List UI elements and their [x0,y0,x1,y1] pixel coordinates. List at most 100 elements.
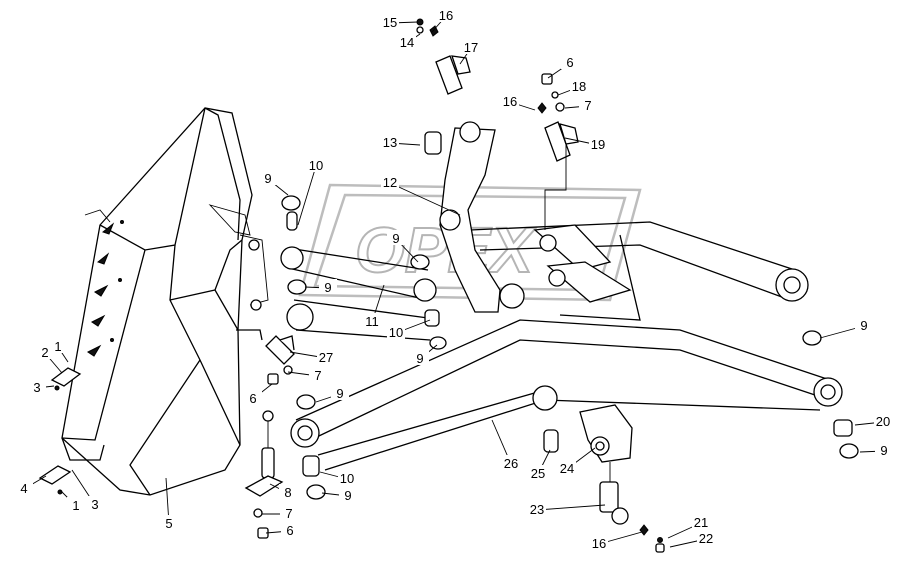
bracket-23-24 [579,404,633,525]
callout-bg-c6b [244,390,262,405]
callout-label-c25: 25 [531,466,545,481]
callout-label-c21: 21 [694,515,708,530]
callout-bg-c21 [692,514,710,529]
pin-8 [244,410,284,497]
callout-leader-c23 [536,504,606,511]
callout-bg-c7c [280,505,298,520]
callout-bg-c6c [281,522,299,537]
callout-bg-c14 [398,34,416,49]
callout-label-c3b: 3 [91,497,98,512]
callout-bg-c7a [579,97,597,112]
callout-bg-c25 [529,465,547,480]
callout-bg-c3b [86,496,104,511]
callout-label-c6b: 6 [249,391,256,406]
callout-bg-c16c [590,535,608,550]
callout-label-c1b: 1 [72,498,79,513]
boom-lower [290,319,843,471]
rocker-arm [439,121,525,313]
cylinder-pin-17 [435,55,471,95]
callout-label-c10b: 10 [389,325,403,340]
callout-leader-c10a [297,165,317,226]
callout-bg-c22 [697,530,715,545]
callout-bg-c16a [437,7,455,22]
callout-label-c10a: 10 [309,158,323,173]
callout-label-c2: 2 [41,345,48,360]
callout-label-c14: 14 [400,35,414,50]
callout-bg-c9f [855,317,873,332]
callout-bg-c9b [387,230,405,245]
callout-label-c13: 13 [383,135,397,150]
callout-bg-c15a [381,14,399,29]
callout-label-c15a: 15 [383,15,397,30]
callout-label-c18: 18 [572,79,586,94]
callout-bg-c17 [462,39,480,54]
callout-label-c7a: 7 [584,98,591,113]
callout-label-c3a: 3 [33,380,40,395]
callout-label-c10c: 10 [340,471,354,486]
callout-bg-c11 [363,313,381,328]
callout-bg-c9a [259,170,277,185]
callout-label-c26: 26 [504,456,518,471]
callout-bg-c9g [875,442,893,457]
callout-bg-c16b [501,93,519,108]
callout-bg-c6a [561,54,579,69]
callout-label-c6a: 6 [566,55,573,70]
callout-label-c17: 17 [464,40,478,55]
callout-label-c16a: 16 [439,8,453,23]
link-rods [280,246,437,341]
callout-label-c7c: 7 [285,506,292,521]
callout-bg-c5 [160,515,178,530]
callout-label-c7b: 7 [314,368,321,383]
callout-label-c9g: 9 [880,443,887,458]
callout-bg-c1b [67,497,85,512]
callout-bg-c9h [339,487,357,502]
callout-bg-c23 [528,501,546,516]
callout-label-c12: 12 [383,175,397,190]
callout-label-c27: 27 [319,350,333,365]
callout-leader-c12 [389,182,461,216]
bucket [61,107,269,496]
callout-label-c9d: 9 [416,351,423,366]
tooth-parts-left [38,367,82,495]
callout-bg-c9c [319,279,337,294]
boom-upper [469,221,809,321]
callout-bg-c3a [28,379,46,394]
callout-label-c9f: 9 [860,318,867,333]
callout-label-c8: 8 [284,485,291,500]
callout-label-c4: 4 [20,481,27,496]
callout-bg-c26 [502,455,520,470]
callout-bg-c7b [309,367,327,382]
callout-bg-c1a [49,338,67,353]
callout-bg-c8 [279,484,297,499]
callout-bg-c4 [15,480,33,495]
callout-label-c9a: 9 [264,171,271,186]
callout-label-c6c: 6 [286,523,293,538]
callout-bg-c20 [874,413,892,428]
callout-label-c11: 11 [365,314,379,329]
pin-27 [265,335,295,365]
cylinder-pin-19 [544,121,579,230]
callout-bg-c12 [381,174,399,189]
callout-bg-c10b [387,324,405,339]
callout-label-c9h: 9 [344,488,351,503]
callout-bg-c18 [570,78,588,93]
callout-bg-c10c [338,470,356,485]
callout-label-c24: 24 [560,461,574,476]
callout-label-c9b: 9 [392,231,399,246]
callout-label-c16c: 16 [592,536,606,551]
callout-label-c9e: 9 [336,386,343,401]
callout-bg-c13 [381,134,399,149]
callout-label-c1a: 1 [54,339,61,354]
callout-bg-c19 [589,136,607,151]
pins-bushings [281,131,859,500]
callout-label-c5: 5 [165,516,172,531]
callout-bg-c24 [558,460,576,475]
callout-bg-c9e [331,385,349,400]
callout-label-c16b: 16 [503,94,517,109]
callout-label-c20: 20 [876,414,890,429]
callout-label-c19: 19 [591,137,605,152]
callout-bg-c9d [411,350,429,365]
callout-bg-c27 [317,349,335,364]
callout-bg-c10a [307,157,325,172]
